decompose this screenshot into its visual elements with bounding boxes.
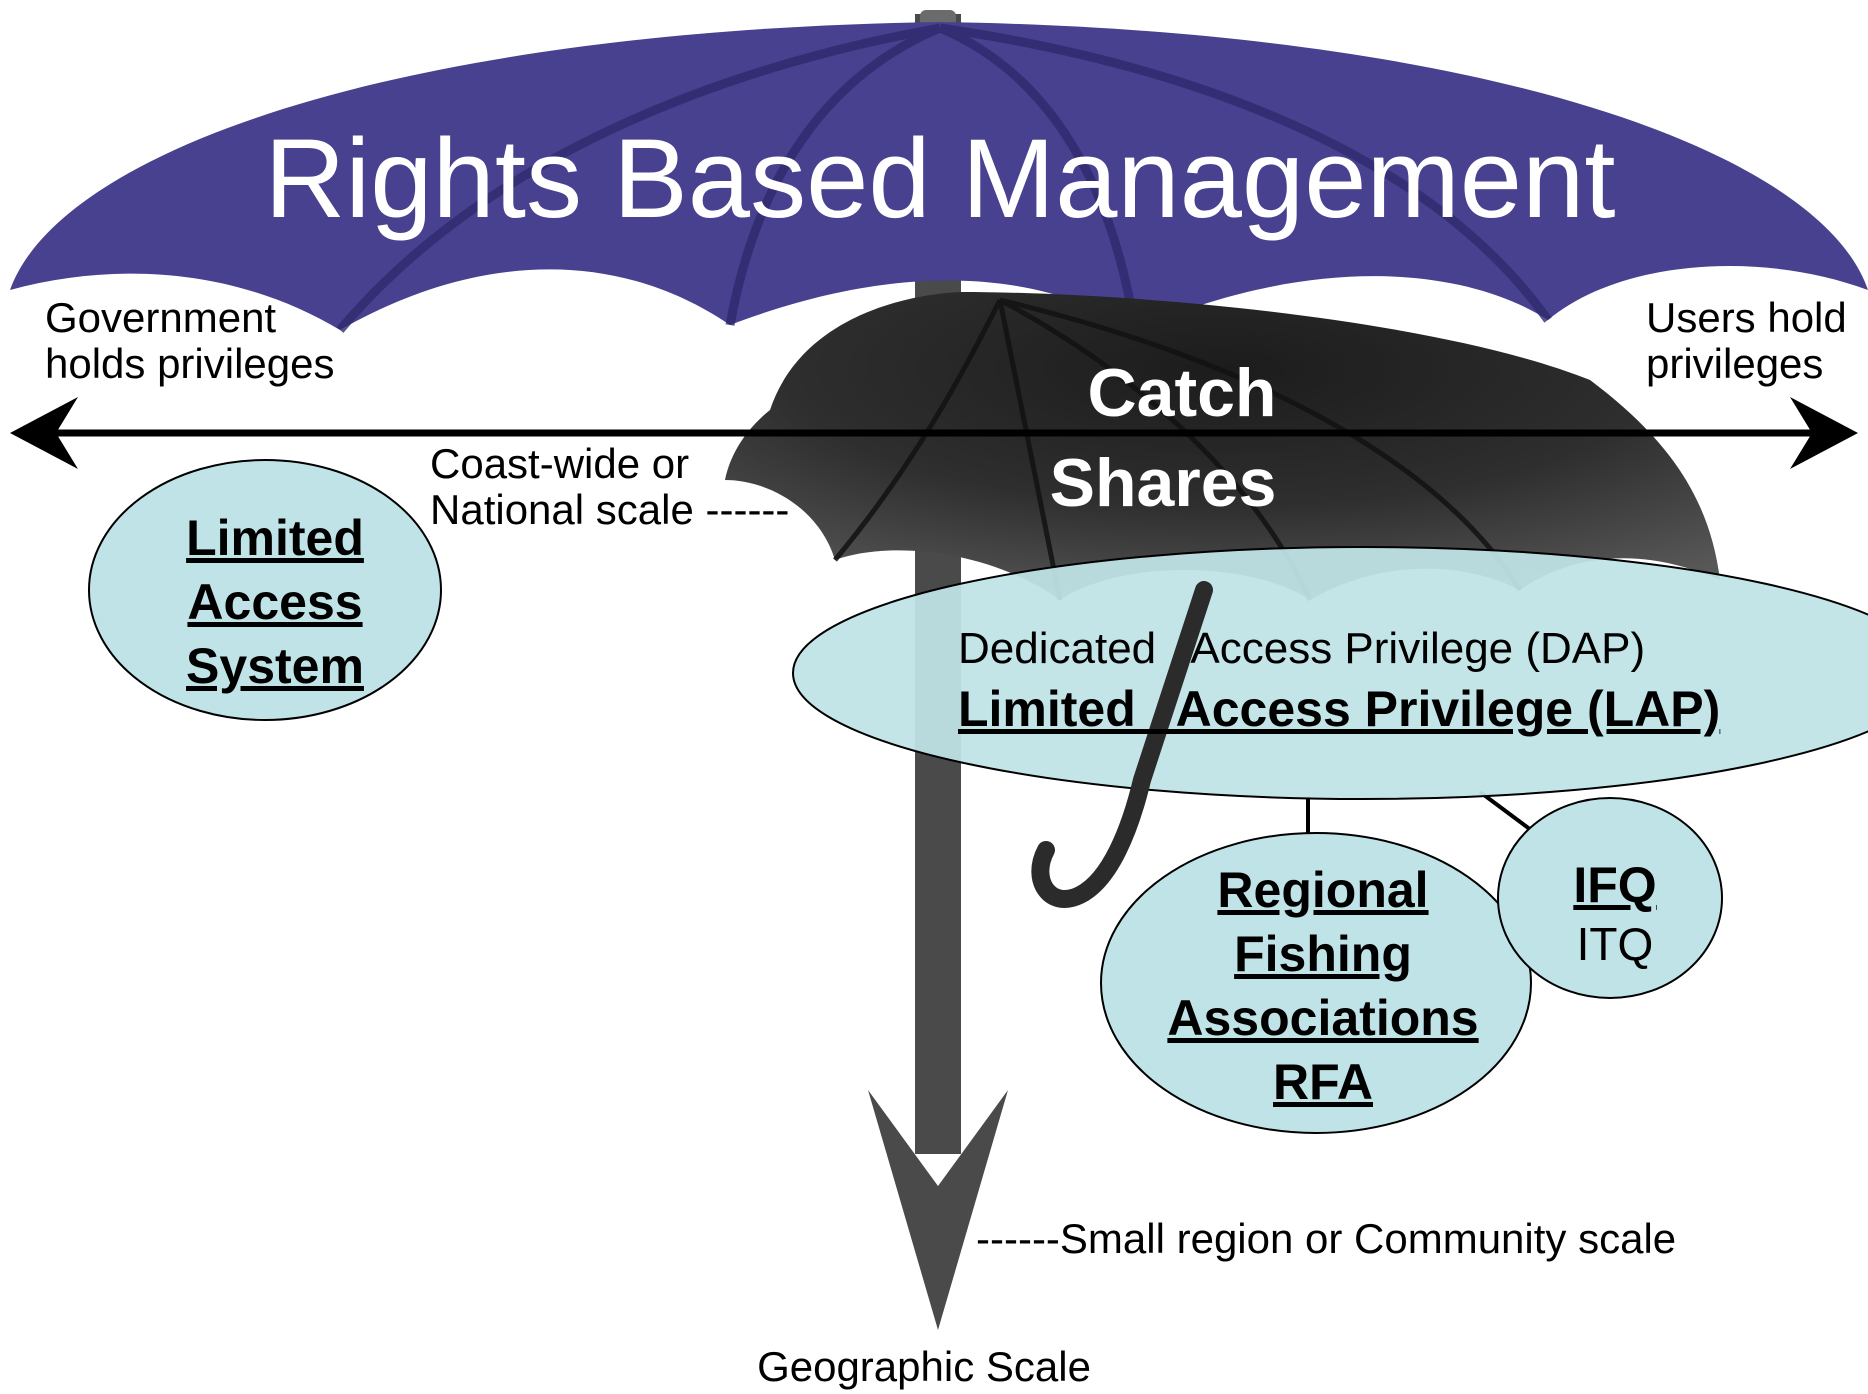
umbrella-handle	[1031, 581, 1213, 908]
coast-scale-line1: Coast-wide or	[430, 440, 689, 487]
ifq-label: IFQ	[1573, 857, 1656, 913]
coast-scale-line2: National scale ------	[430, 486, 789, 533]
main-title: Rights Based Management	[265, 116, 1616, 241]
lap-ifq-connector	[1478, 790, 1537, 835]
catch-shares-line2: Shares	[1050, 445, 1277, 521]
lap-bubble	[792, 546, 1868, 800]
rights-based-management-umbrella	[10, 22, 1868, 330]
geographic-scale-label: Geographic Scale	[757, 1343, 1091, 1390]
rfa-bubble	[1100, 832, 1532, 1134]
limited-access-system-line1: Limited	[186, 510, 364, 566]
limited-access-system-line3: System	[186, 638, 364, 694]
small-scale-label: ------Small region or Community scale	[976, 1215, 1676, 1262]
rfa-line4: RFA	[1273, 1054, 1373, 1110]
privilege-axis-left-arrowhead	[10, 397, 78, 469]
privilege-axis-right-arrowhead	[1790, 397, 1858, 469]
left-pole-label-line2: holds privileges	[45, 340, 335, 387]
right-pole-label-line2: privileges	[1646, 340, 1823, 387]
right-pole-label-line1: Users hold	[1646, 294, 1847, 341]
limited-access-system-bubble	[88, 459, 442, 721]
blue-umbrella-ribs	[336, 23, 1552, 333]
rfa-line2: Fishing	[1234, 926, 1412, 982]
rfa-line1: Regional	[1217, 862, 1428, 918]
limited-access-system-line2: Access	[187, 574, 362, 630]
catch-shares-line1: Catch	[1088, 355, 1277, 431]
ifq-bubble	[1497, 797, 1723, 999]
lap-label: Limited Access Privilege (LAP)	[958, 681, 1720, 737]
catch-shares-umbrella	[725, 292, 1720, 600]
dap-label: Dedicated Access Privilege (DAP)	[958, 624, 1645, 673]
black-umbrella-ribs	[833, 297, 1523, 602]
geographic-scale-arrow-head	[868, 1090, 1008, 1330]
left-pole-label-line1: Government	[45, 294, 276, 341]
rfa-line3: Associations	[1167, 990, 1478, 1046]
itq-label: ITQ	[1577, 918, 1654, 970]
